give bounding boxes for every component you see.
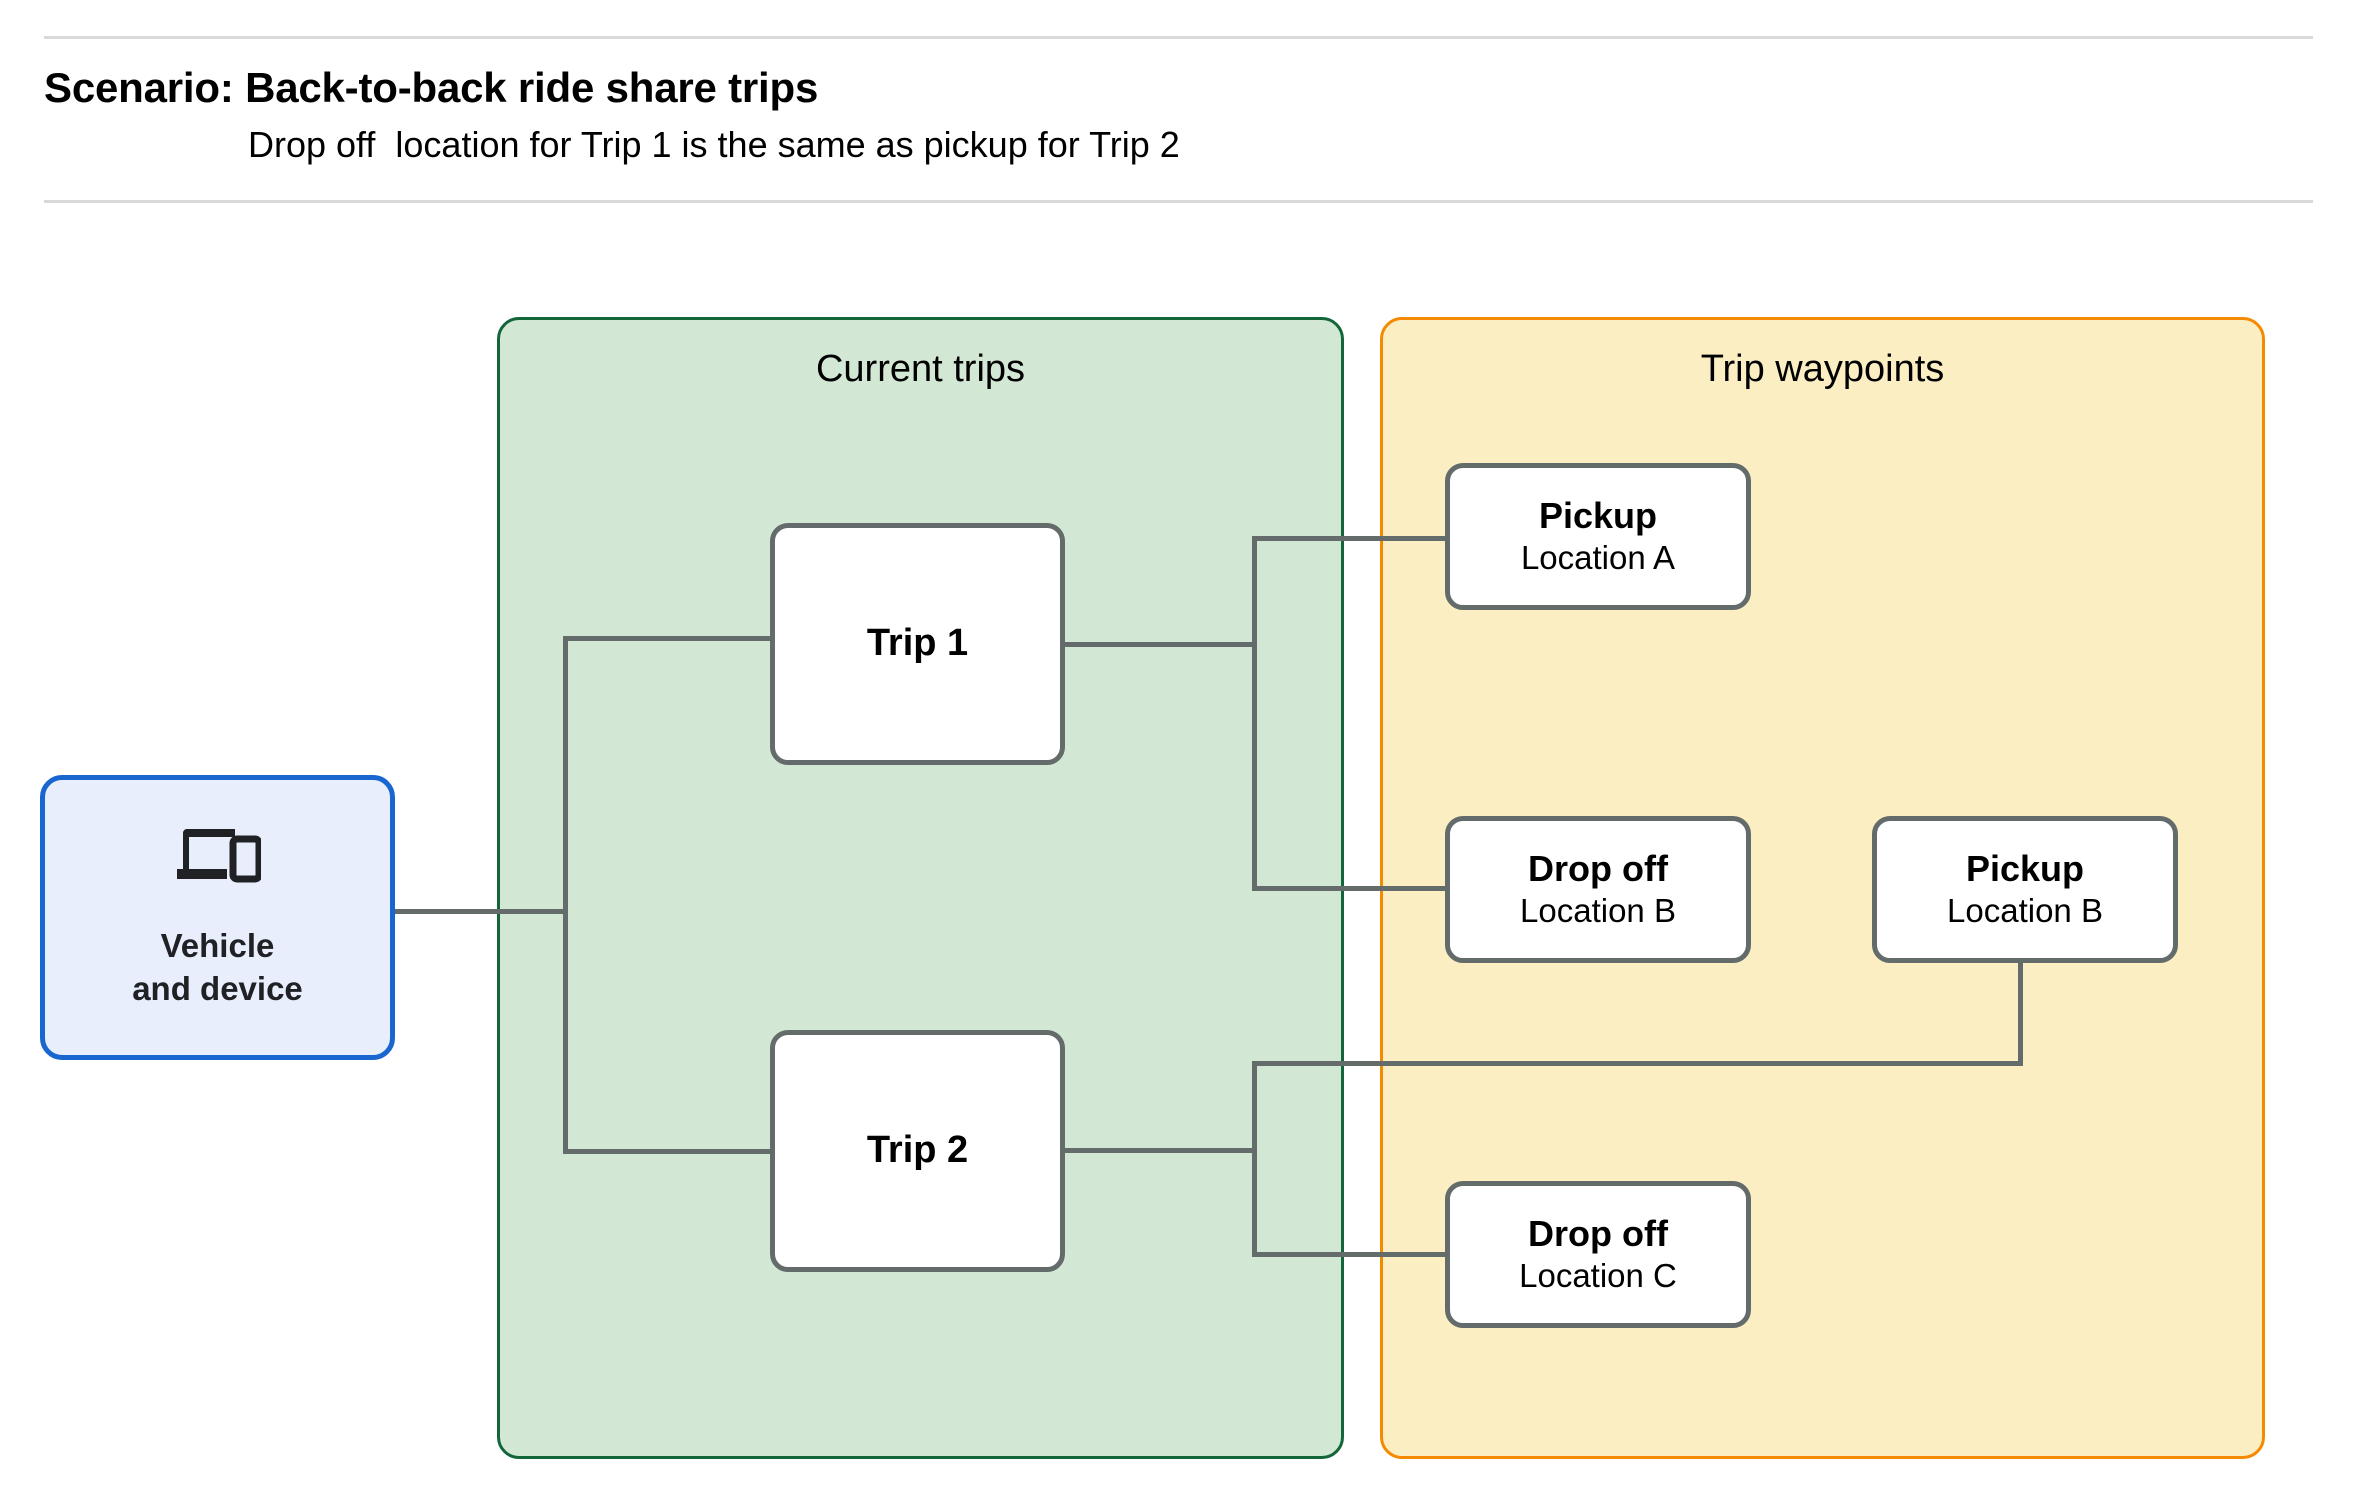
pickup-b-type: Pickup [1965, 848, 2085, 889]
connector-trip-1-to-dropoff-b [1252, 886, 1448, 891]
node-trip-2[interactable]: Trip 2 [770, 1030, 1065, 1272]
dropoff-c-type: Drop off [1528, 1213, 1668, 1254]
connector-trip-1-to-pickup-a [1252, 536, 1448, 541]
panel-current-trips-title: Current trips [815, 348, 1026, 390]
dropoff-b-type: Drop off [1528, 848, 1668, 889]
dropoff-b-location: Location B [1520, 892, 1676, 930]
node-pickup-location-a[interactable]: Pickup Location A [1445, 463, 1751, 610]
trip-1-label: Trip 1 [866, 622, 969, 665]
vehicle-and-device-label: Vehicle and device [132, 927, 303, 1007]
pickup-a-type: Pickup [1538, 495, 1658, 536]
node-pickup-location-b[interactable]: Pickup Location B [1872, 816, 2178, 963]
header-divider-top [44, 36, 2313, 39]
connector-trip-2-to-pickup-b [1252, 1061, 2023, 1066]
devices-icon [176, 829, 261, 883]
connector-pickup-b-drop-vertical [2018, 961, 2023, 1064]
connector-trip-1-out [1062, 642, 1257, 647]
connector-bus-to-trip-1 [563, 636, 773, 641]
panel-current-trips: Current trips [497, 317, 1344, 1459]
page-title: Scenario: Back-to-back ride share trips [44, 64, 819, 111]
page-subtitle: Drop off location for Trip 1 is the same… [248, 124, 1180, 165]
connector-trip-2-to-dropoff-c [1252, 1252, 1448, 1257]
header-divider-bottom [44, 200, 2313, 203]
pickup-b-location: Location B [1947, 892, 2103, 930]
node-dropoff-location-b[interactable]: Drop off Location B [1445, 816, 1751, 963]
panel-trip-waypoints-title: Trip waypoints [1700, 348, 1945, 390]
pickup-a-location: Location A [1520, 539, 1676, 577]
trip-2-label: Trip 2 [866, 1129, 969, 1172]
node-dropoff-location-c[interactable]: Drop off Location C [1445, 1181, 1751, 1328]
node-trip-1[interactable]: Trip 1 [770, 523, 1065, 765]
connector-trip-1-vertical [1252, 536, 1257, 891]
connector-trip-bus-vertical [563, 636, 568, 1154]
connector-bus-to-trip-2 [563, 1149, 773, 1154]
dropoff-c-location: Location C [1519, 1257, 1677, 1295]
connector-trip-2-vertical [1252, 1061, 1257, 1255]
connector-vehicle-to-bus [395, 909, 567, 914]
node-vehicle-and-device[interactable]: Vehicle and device [40, 775, 395, 1060]
connector-trip-2-out [1062, 1148, 1257, 1153]
